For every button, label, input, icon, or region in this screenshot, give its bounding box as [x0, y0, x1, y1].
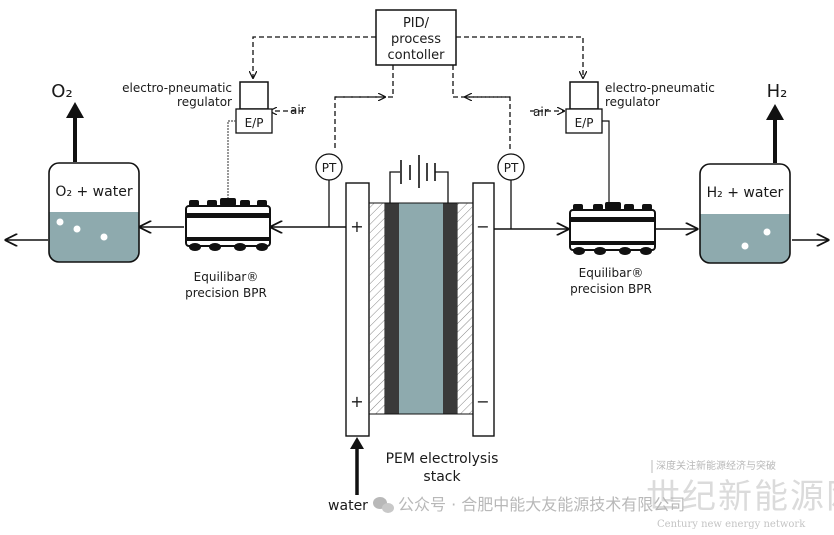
anode-electrode [385, 203, 399, 414]
anode-sign-bottom: + [350, 392, 363, 411]
stack-label-1: PEM electrolysis [386, 451, 499, 467]
right-electro-pneumatic-regulator: E/P electro-pneumatic regulator air [533, 81, 715, 203]
pem-electrolysis-stack: + + − − PEM electrolysis stack [345, 155, 499, 485]
water-input: water [328, 437, 368, 514]
right-regulator-label-2: regulator [605, 95, 660, 109]
h2-tank-label: H₂ + water [707, 185, 784, 201]
o2-output-arrow-icon [66, 102, 84, 118]
membrane [399, 203, 443, 414]
site-watermark-cn: 世纪新能源网 [646, 477, 834, 517]
stack-label-2: stack [423, 469, 461, 485]
controller-label-3: contoller [388, 48, 446, 63]
site-watermark-en: Century new energy network [657, 519, 806, 530]
left-equilibar-bpr: Equilibar® precision BPR [185, 198, 271, 300]
water-label: water [328, 498, 368, 514]
right-air-label: air [533, 105, 549, 119]
left-regulator-label-1: electro-pneumatic [122, 81, 232, 95]
h2-output-label: H₂ [767, 81, 788, 102]
h2-output-arrow-icon [766, 104, 784, 120]
right-regulator-label-1: electro-pneumatic [605, 81, 715, 95]
left-bpr-label-1: Equilibar® [194, 270, 259, 284]
right-ep-label: E/P [575, 116, 594, 130]
left-ep-label: E/P [245, 116, 264, 130]
right-bpr-label-1: Equilibar® [579, 266, 644, 280]
right-bpr-label-2: precision BPR [570, 282, 652, 296]
left-air-label: air [290, 103, 306, 117]
pid-controller: PID/ process contoller [375, 9, 457, 66]
right-pressure-transmitter: PT [497, 153, 525, 229]
controller-label-1: PID/ [403, 16, 430, 31]
left-pt-label: PT [322, 161, 337, 175]
controller-label-2: process [391, 32, 441, 47]
left-electro-pneumatic-regulator: E/P electro-pneumatic regulator air [122, 81, 306, 200]
wechat-watermark: 公众号 · 合肥中能大友能源技术有限公司 [398, 495, 685, 514]
tagline-watermark: 深度关注新能源经济与突破 [656, 459, 776, 472]
watermark: 公众号 · 合肥中能大友能源技术有限公司 深度关注新能源经济与突破 世纪新能源网… [373, 459, 834, 530]
right-pt-label: PT [504, 161, 519, 175]
o2-tank-label: O₂ + water [55, 184, 132, 200]
right-equilibar-bpr: Equilibar® precision BPR [569, 202, 656, 296]
cathode-diffusion-layer [456, 202, 474, 415]
left-bpr-label-2: precision BPR [185, 286, 267, 300]
cathode-electrode [443, 203, 457, 414]
control-signal-lines [253, 36, 583, 150]
cathode-sign-bottom: − [476, 392, 489, 411]
o2-output-label: O₂ [51, 81, 72, 102]
wechat-icon [373, 497, 394, 513]
oxygen-separator-tank: O₂ O₂ + water [48, 81, 140, 263]
left-pressure-transmitter: PT [315, 153, 343, 227]
cathode-sign-top: − [476, 217, 489, 236]
process-lines [6, 227, 828, 240]
hydrogen-separator-tank: H₂ H₂ + water [699, 81, 791, 264]
anode-sign-top: + [350, 217, 363, 236]
battery-icon [389, 155, 449, 203]
anode-diffusion-layer [368, 202, 386, 415]
left-regulator-label-2: regulator [177, 95, 232, 109]
